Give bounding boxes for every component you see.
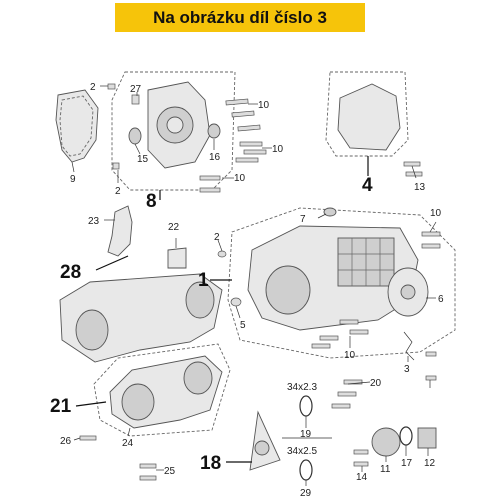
cover-28-hole-left bbox=[75, 309, 109, 351]
callout-2-top: 2 bbox=[90, 82, 96, 93]
callout-2-mid: 2 bbox=[214, 232, 220, 243]
pin-5[interactable] bbox=[230, 297, 242, 307]
callout-20: 20 bbox=[370, 378, 382, 389]
callout-4: 4 bbox=[362, 175, 373, 196]
callout-10-e: 10 bbox=[344, 350, 356, 361]
cover-28-hole-right bbox=[185, 281, 215, 319]
group-box-21 bbox=[93, 343, 231, 437]
plate-18-hub bbox=[254, 440, 270, 456]
oring-29[interactable] bbox=[299, 459, 313, 481]
callout-22: 22 bbox=[168, 222, 180, 233]
bracket-22[interactable] bbox=[167, 247, 187, 269]
callout-15: 15 bbox=[137, 154, 149, 165]
callout-10-a: 10 bbox=[258, 100, 270, 111]
callout-12: 12 bbox=[424, 458, 436, 469]
callout-19: 19 bbox=[300, 429, 312, 440]
oring-19[interactable] bbox=[299, 395, 313, 417]
pin-2-top[interactable] bbox=[107, 83, 116, 90]
leader-lines bbox=[71, 85, 437, 486]
gasket-9[interactable] bbox=[55, 89, 99, 163]
callout-5: 5 bbox=[240, 320, 246, 331]
banner-title: Na obrázku díl číslo 3 bbox=[153, 7, 327, 27]
callout-24: 24 bbox=[122, 438, 134, 449]
gasket-9-inner bbox=[59, 95, 94, 157]
callout-27: 27 bbox=[130, 84, 142, 95]
callout-7: 7 bbox=[300, 214, 306, 225]
screws-10-lower[interactable] bbox=[311, 319, 369, 349]
callout-8: 8 bbox=[146, 191, 157, 212]
screw-10-clip[interactable] bbox=[425, 351, 437, 357]
callout-11: 11 bbox=[380, 464, 391, 475]
callout-25: 25 bbox=[164, 466, 176, 477]
cover-4[interactable] bbox=[337, 83, 401, 151]
pin-27[interactable] bbox=[131, 94, 140, 105]
callout-14: 14 bbox=[356, 472, 368, 483]
callout-28: 28 bbox=[60, 262, 81, 283]
seal-16[interactable] bbox=[207, 123, 221, 139]
title-banner: Na obrázku díl číslo 3 bbox=[115, 3, 365, 32]
callout-3: 3 bbox=[404, 364, 410, 375]
cover-hub bbox=[166, 116, 184, 134]
callout-13: 13 bbox=[414, 182, 426, 193]
spec-oring-bottom: 34x2.5 bbox=[287, 446, 317, 457]
filter-12[interactable] bbox=[417, 427, 437, 449]
plate-18[interactable] bbox=[249, 410, 281, 471]
screw-26[interactable] bbox=[79, 435, 97, 441]
spec-oring-top: 34x2.3 bbox=[287, 382, 317, 393]
clip-3[interactable] bbox=[403, 331, 415, 361]
seal-7[interactable] bbox=[323, 207, 337, 217]
inner-cover-hub-right bbox=[183, 361, 213, 395]
callout-10-d: 10 bbox=[430, 208, 442, 219]
callout-23: 23 bbox=[88, 216, 100, 227]
callout-9: 9 bbox=[70, 174, 76, 185]
callout-10-c: 10 bbox=[234, 173, 246, 184]
group-box-1 bbox=[227, 207, 456, 359]
disc-6-hub bbox=[400, 284, 416, 300]
pin-2-mid[interactable] bbox=[217, 250, 227, 258]
callout-26: 26 bbox=[60, 436, 72, 447]
callout-6: 6 bbox=[438, 294, 444, 305]
cap-11[interactable] bbox=[371, 427, 401, 457]
grille-lines bbox=[338, 238, 394, 286]
callout-18: 18 bbox=[200, 453, 221, 474]
pin-2-left[interactable] bbox=[112, 162, 120, 170]
callout-21: 21 bbox=[50, 396, 72, 417]
screw-10-bottom[interactable] bbox=[425, 375, 437, 381]
callout-1: 1 bbox=[198, 270, 209, 291]
screws-14[interactable] bbox=[353, 449, 369, 467]
callout-29: 29 bbox=[300, 488, 312, 499]
callout-17: 17 bbox=[401, 458, 413, 469]
screws-10-group8[interactable] bbox=[199, 98, 267, 193]
group-box-4 bbox=[325, 71, 409, 157]
callout-10-b: 10 bbox=[272, 144, 284, 155]
screws-25[interactable] bbox=[139, 463, 157, 481]
casing-bore bbox=[265, 265, 311, 315]
oring-17[interactable] bbox=[399, 426, 413, 446]
callout-2-left: 2 bbox=[115, 186, 121, 197]
bracket-23[interactable] bbox=[107, 205, 133, 257]
inner-cover-hub-left bbox=[121, 383, 155, 421]
seal-15[interactable] bbox=[128, 127, 142, 145]
screws-20[interactable] bbox=[331, 379, 363, 409]
callout-16: 16 bbox=[209, 152, 221, 163]
screws-10-right[interactable] bbox=[421, 231, 441, 249]
group-box-8 bbox=[111, 71, 236, 191]
